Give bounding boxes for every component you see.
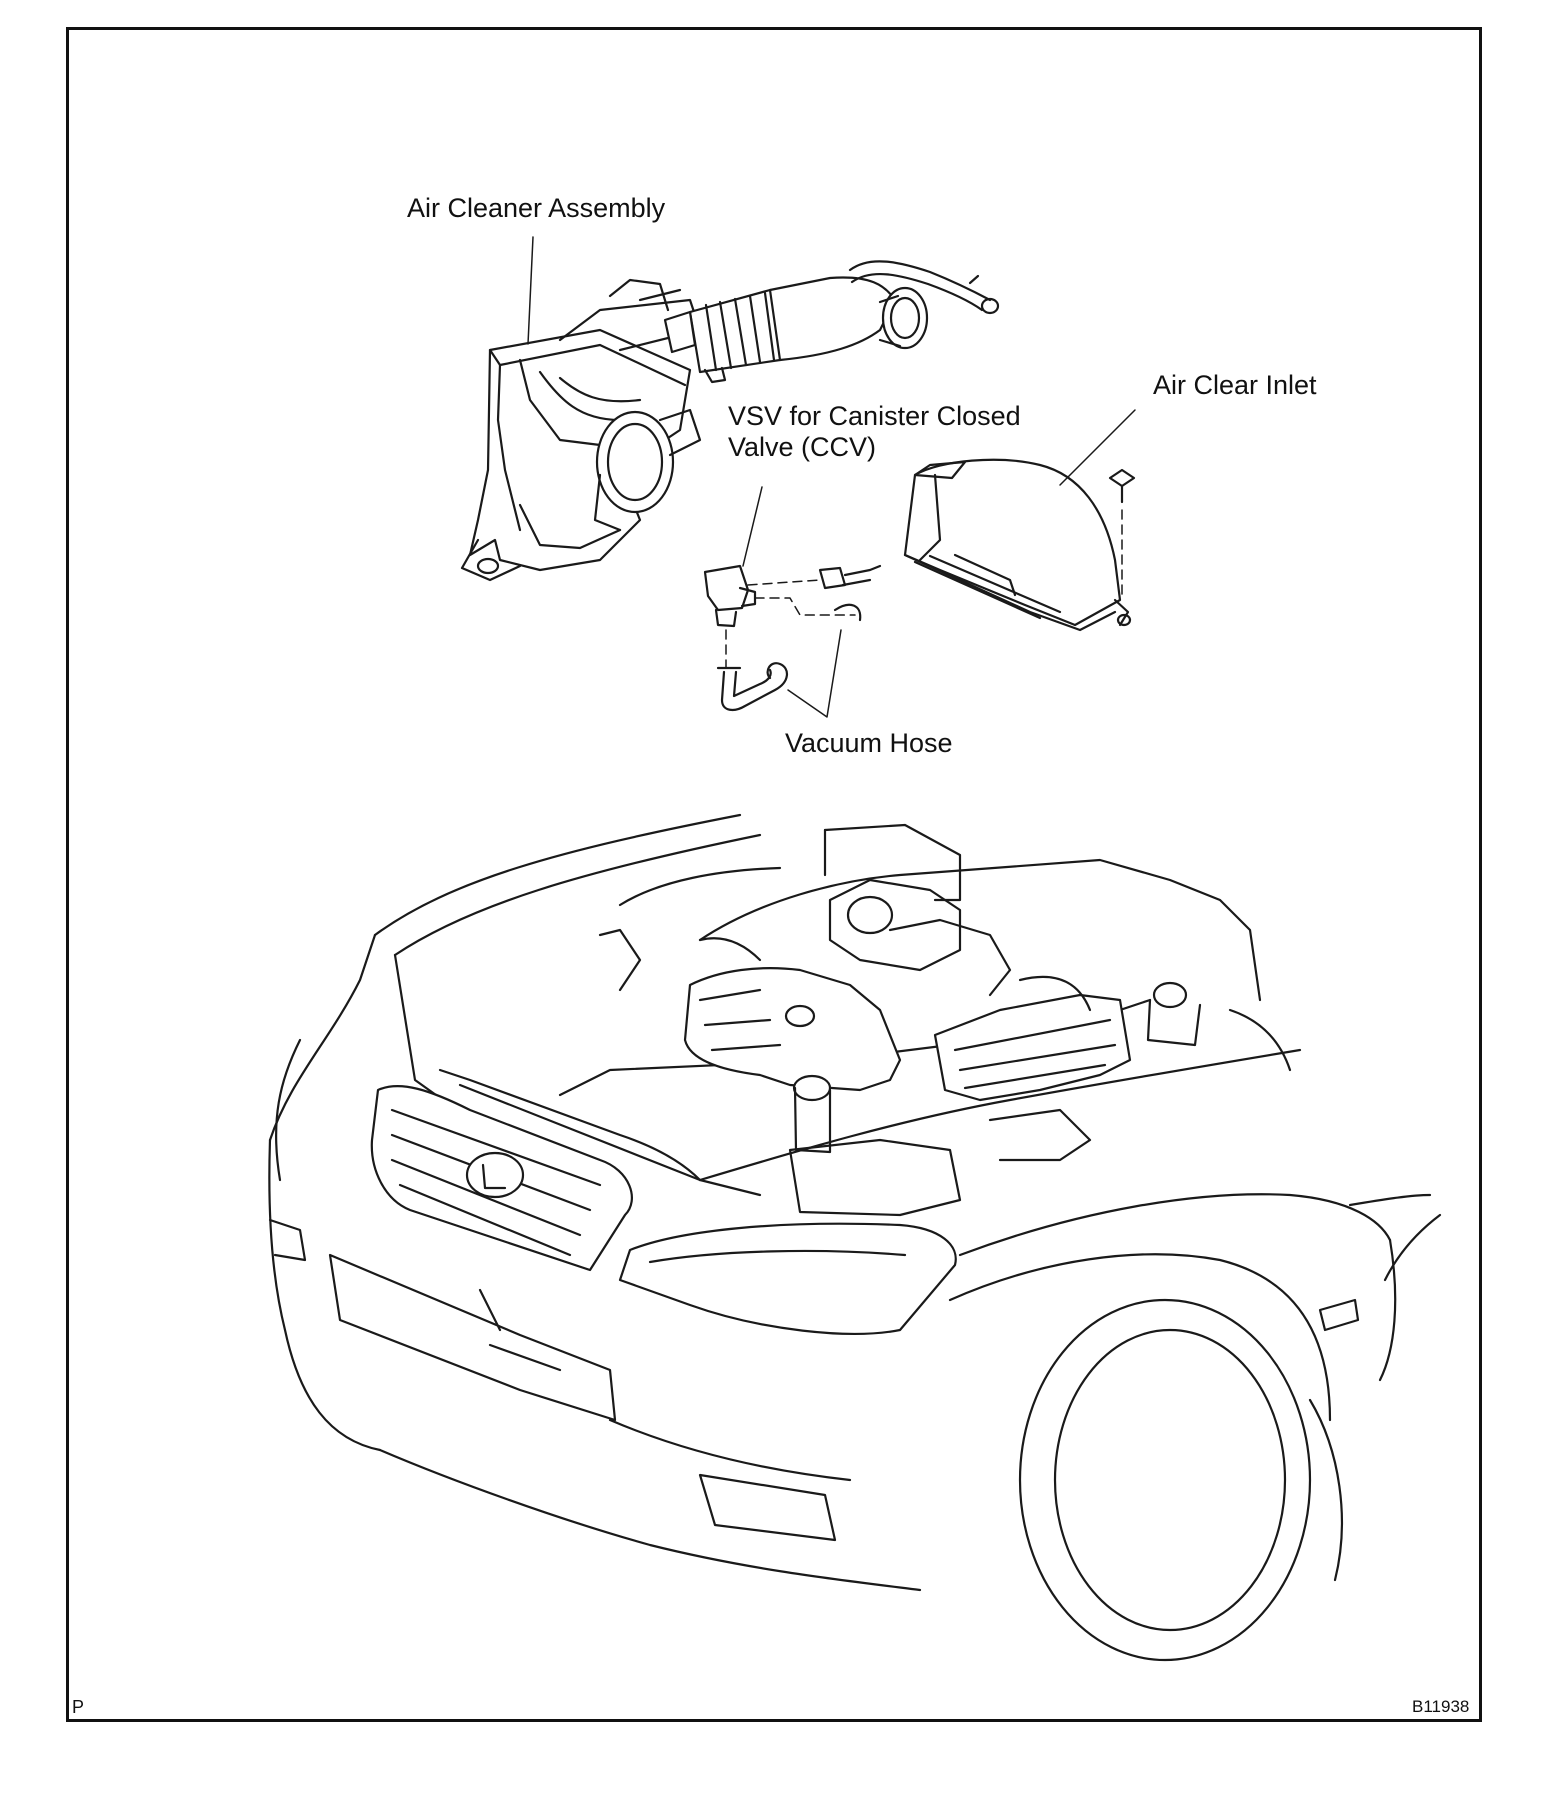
label-vacuum-hose: Vacuum Hose [785, 728, 953, 758]
leader-vacuum-hose [787, 629, 842, 718]
vacuum-hose-drawing [716, 662, 788, 712]
corner-mark: P [72, 1697, 85, 1717]
label-air-clear-inlet: Air Clear Inlet [1153, 370, 1317, 400]
leader-air-cleaner [527, 236, 534, 345]
air-clear-inlet-drawing [903, 458, 1136, 632]
figure-code: B11938 [1412, 1697, 1470, 1716]
vsv-ccv-drawing [703, 564, 882, 669]
label-vsv-line-1: VSV for Canister Closed [728, 401, 1021, 431]
label-vsv-line-2: Valve (CCV) [728, 432, 877, 462]
figure-frame [66, 27, 1482, 1722]
leader-vsv [742, 486, 763, 567]
vehicle-front-drawing [268, 813, 1442, 1662]
leader-air-clear-inlet [1059, 409, 1136, 486]
label-air-cleaner-assembly: Air Cleaner Assembly [407, 193, 666, 223]
air-cleaner-assembly-drawing [460, 260, 1000, 582]
